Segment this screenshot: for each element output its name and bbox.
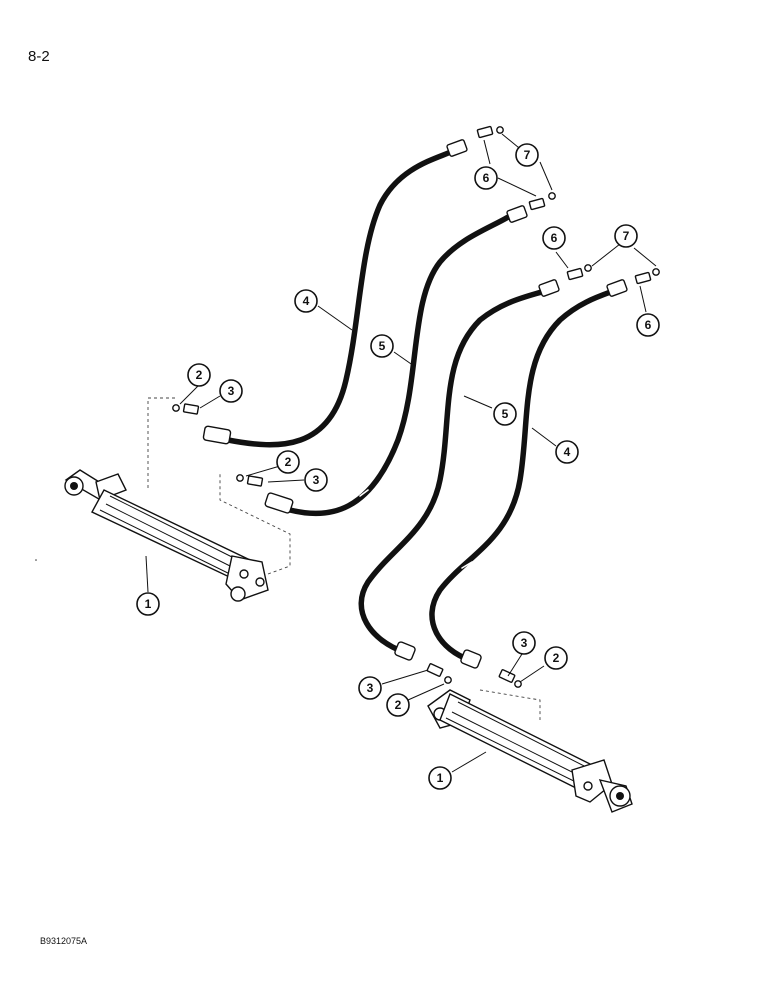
callout-1-right: 1 <box>428 766 452 790</box>
left-cylinder <box>64 397 291 602</box>
callout-7-a: 7 <box>515 143 539 167</box>
callout-4-b: 4 <box>555 440 579 464</box>
callout-3-b: 3 <box>304 468 328 492</box>
callout-2-c: 2 <box>386 693 410 717</box>
hose-lower-middle <box>358 279 560 661</box>
svg-text:5: 5 <box>379 339 386 353</box>
page-number: 8-2 <box>28 48 50 65</box>
svg-text:3: 3 <box>313 473 320 487</box>
callout-6-a: 6 <box>474 166 498 190</box>
callout-2-a: 2 <box>187 363 211 387</box>
svg-text:3: 3 <box>367 681 374 695</box>
speck <box>35 559 37 561</box>
svg-text:7: 7 <box>524 148 531 162</box>
hose-lower-right <box>429 279 628 669</box>
svg-text:3: 3 <box>228 384 235 398</box>
callout-6-b: 6 <box>542 226 566 250</box>
svg-text:2: 2 <box>553 651 560 665</box>
svg-text:2: 2 <box>196 368 203 382</box>
svg-text:1: 1 <box>145 597 152 611</box>
callout-2-d: 2 <box>544 646 568 670</box>
svg-text:7: 7 <box>623 229 630 243</box>
callout-5-a: 5 <box>370 334 394 358</box>
callout-7-b: 7 <box>614 224 638 248</box>
figure-reference: B9312075A <box>40 936 88 946</box>
svg-text:6: 6 <box>551 231 558 245</box>
svg-text:1: 1 <box>437 771 444 785</box>
svg-text:6: 6 <box>483 171 490 185</box>
hose-upper-middle <box>264 205 528 517</box>
fittings <box>172 125 660 688</box>
callout-5-b: 5 <box>493 402 517 426</box>
callout-1-left: 1 <box>136 592 160 616</box>
right-cylinder <box>427 689 633 813</box>
svg-text:5: 5 <box>502 407 509 421</box>
svg-text:4: 4 <box>564 445 571 459</box>
hose-upper-left <box>202 139 468 448</box>
callout-4-a: 4 <box>294 289 318 313</box>
callout-3-c: 3 <box>358 676 382 700</box>
svg-text:2: 2 <box>395 698 402 712</box>
callout-3-a: 3 <box>219 379 243 403</box>
callout-3-d: 3 <box>512 631 536 655</box>
svg-text:4: 4 <box>303 294 310 308</box>
svg-text:6: 6 <box>645 318 652 332</box>
svg-text:2: 2 <box>285 455 292 469</box>
leader-lines <box>145 133 657 773</box>
svg-text:3: 3 <box>521 636 528 650</box>
callout-2-b: 2 <box>276 450 300 474</box>
callout-6-c: 6 <box>636 313 660 337</box>
